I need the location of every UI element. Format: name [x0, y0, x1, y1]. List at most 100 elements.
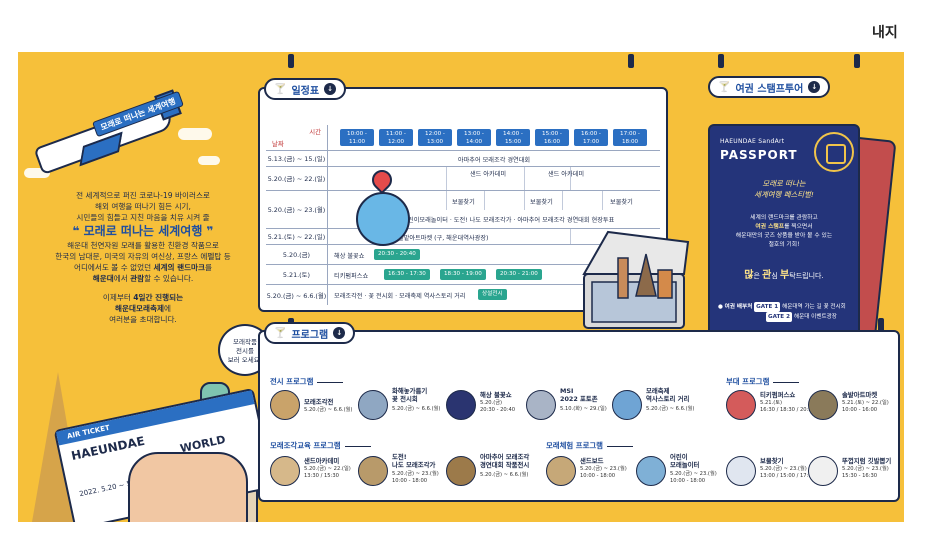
program-item[interactable]: MSI 2022 포토존 5.10.(화) ~ 29.(일): [526, 386, 646, 420]
bubble-line: 모래작품: [233, 338, 257, 346]
schedule-tab: 🍸 일정표 ↓: [264, 78, 347, 100]
program-item[interactable]: 뚜껍지럼 깃발뽑기 5.20.(금) ~ 23.(월) 15:30 - 16:3…: [808, 456, 904, 488]
passport-description: 세계의 랜드마크를 관람하고 여권 스탬프를 찍으면서 해운대만의 굿즈 상품을…: [710, 214, 858, 250]
program-date: 5.20.(금) ~ 6.6.(월): [646, 406, 695, 412]
panel-clip: [628, 54, 634, 68]
time-slot: 16:00 - 17:00: [574, 129, 608, 146]
program-date: 5.20.(금) ~ 6.6.(월): [392, 406, 441, 412]
cloud-decoration: [198, 156, 220, 165]
program-thumbnail: [358, 456, 388, 486]
section-side-title: 부대 프로그램: [726, 376, 799, 387]
program-name: 2022 포토존: [560, 395, 598, 403]
program-name: 아마추어 모래조각: [480, 453, 530, 461]
time-slot: 12:00 - 13:00: [418, 129, 452, 146]
row-body: 해상 불꽃쇼 20:30 - 20:40: [328, 245, 660, 264]
program-date: 13:00 / 15:00 / 17:00: [760, 473, 815, 479]
program-thumbnail: [446, 390, 476, 420]
program-item[interactable]: 모래축제 역사스토리 거리 5.20.(금) ~ 6.6.(월): [612, 386, 732, 420]
program-title: 프로그램: [291, 329, 329, 341]
event-label: 티키펌퍼스쇼: [334, 273, 369, 280]
row-date: 5.20.(금) ~ 6.6.(월): [266, 285, 328, 305]
program-item[interactable]: 솔밭아트마켓 5.21.(토) ~ 22.(일) 10:00 - 16:00: [808, 390, 904, 422]
program-thumbnail: [636, 456, 666, 486]
time-chip: 20:30 - 21:00: [496, 269, 542, 280]
event-label: 아마추어 모래조각 경연대회: [457, 157, 531, 164]
time-chip: 20:30 - 20:40: [374, 249, 420, 260]
program-item[interactable]: 모래조각전 5.20.(금) ~ 6.6.(월): [270, 390, 390, 422]
corner-time-label: 시간: [309, 128, 321, 136]
intro-line: 해운대모래축제에: [115, 304, 171, 313]
program-name: 모래놀이터: [670, 461, 700, 469]
intro-line: 어디에서도 볼 수 없었던 세계의 랜드마크를: [73, 263, 213, 272]
program-date: 10:00 - 18:00: [392, 478, 428, 484]
time-chip: 18:30 - 19:00: [440, 269, 486, 280]
program-date: 5.21.(토): [760, 400, 783, 406]
row-body: 모래조각전 · 꽃 전시회 · 모래축제 역사스토리 거리 상설전시: [328, 285, 660, 305]
download-icon[interactable]: ↓: [324, 83, 337, 95]
schedule-corner-cell: 시간 날짜: [266, 125, 328, 150]
program-name: 모래조각전: [304, 398, 334, 406]
row-body: 아마추어 모래조각 경연대회: [328, 151, 660, 166]
row-body: 솔밭아트마켓 (구, 해운대역사광장): [328, 229, 660, 244]
grid-line: [602, 191, 603, 210]
globe-illustration: [356, 192, 410, 246]
suitcase-illustration: [582, 230, 690, 329]
time-header: 10:00 - 11:00 11:00 - 12:00 12:00 - 13:0…: [328, 125, 660, 150]
program-item[interactable]: 해상 불꽃쇼 5.20.(금) 20:30 - 20:40: [446, 390, 566, 422]
intro-line: 한국의 남대문, 미국의 자유의 여신상, 프랑스 에펠탑 등: [55, 252, 231, 261]
intro-line: 해운대 천연자원 모래를 활용한 친환경 작품으로: [67, 241, 219, 250]
program-name: 역사스토리 거리: [646, 395, 690, 403]
schedule-row: 5.21.(토) ~ 22.(일) 솔밭아트마켓 (구, 해운대역사광장): [266, 229, 660, 245]
grid-line: [524, 191, 525, 210]
program-name: 경연대회 작품전시: [480, 461, 530, 469]
program-item[interactable]: 도전! 나도 모래조각가 5.20.(금) ~ 23.(월) 10:00 - 1…: [358, 452, 478, 486]
program-thumbnail: [270, 456, 300, 486]
grid-line: [570, 167, 571, 190]
time-slot: 11:00 - 12:00: [379, 129, 413, 146]
intro-text: 전 세계적으로 퍼진 코로나-19 바이러스로 해외 여행을 떠나기 힘든 시기…: [18, 190, 268, 325]
event-label: 모래조각전 · 꽃 전시회 · 모래축제 역사스토리 거리: [334, 293, 466, 300]
download-icon[interactable]: ↓: [808, 81, 821, 93]
program-item[interactable]: 화해놓가름기 꽃 전시회 5.20.(금) ~ 6.6.(월): [358, 386, 478, 420]
program-thumbnail: [726, 456, 756, 486]
passport-title: PASSPORT: [720, 148, 798, 162]
program-date: 5.20.(금) ~ 23.(월): [670, 471, 717, 477]
time-slot: 10:00 - 11:00: [340, 129, 374, 146]
program-date: 5.21.(토) ~ 22.(일): [842, 400, 889, 406]
program-item[interactable]: 티키펌퍼스쇼 5.21.(토) 16:30 / 18:30 / 20:30: [726, 390, 846, 422]
grid-line: [446, 167, 447, 190]
program-item[interactable]: 샌드아카데미 5.20.(금) ~ 22.(일) 13:30 / 15:30: [270, 456, 390, 488]
program-thumbnail: [526, 390, 556, 420]
permanent-exhibit-chip: 상설전시: [478, 289, 507, 300]
panel-clip: [854, 54, 860, 68]
row-date: 5.21.(토) ~ 22.(일): [266, 229, 328, 244]
schedule-title: 일정표: [291, 85, 320, 97]
time-chip: 16:30 - 17:30: [384, 269, 430, 280]
program-name: 도전!: [392, 453, 407, 461]
grid-line: [484, 191, 485, 210]
program-thumbnail: [726, 390, 756, 420]
row-body: 샌드 아카데미 샌드 아카데미: [328, 167, 660, 190]
row-date: 5.20.(금) ~ 23.(월): [266, 191, 328, 228]
program-name: 보물찾기: [760, 457, 784, 465]
download-icon[interactable]: ↓: [333, 327, 346, 339]
program-date: 5.10.(화) ~ 29.(일): [560, 406, 607, 412]
program-thumbnail: [808, 390, 838, 420]
program-date: 5.20.(금) ~ 23.(월): [392, 471, 439, 477]
row-body: 티키펌퍼스쇼 16:30 - 17:30 18:30 - 19:00 20:30…: [328, 265, 660, 284]
cloud-decoration: [178, 128, 212, 140]
program-item[interactable]: 샌드보드 5.20.(금) ~ 23.(월) 10:00 - 18:00: [546, 456, 666, 488]
program-item[interactable]: 보물찾기 5.20.(금) ~ 23.(월) 13:00 / 15:00 / 1…: [726, 456, 846, 488]
event-label: 샌드보드 · 어린이모래놀이터 · 도전! 나도 모래조각가 · 아마추어 모래…: [373, 217, 615, 224]
program-name: MSI: [560, 387, 574, 395]
intro-line: 해운대에서 관람할 수 있습니다.: [92, 274, 194, 283]
grid-line: [524, 167, 525, 190]
program-item[interactable]: 아마추어 모래조각 경연대회 작품전시 5.20.(금) ~ 6.6.(월): [446, 452, 566, 486]
program-item[interactable]: 어린이 모래놀이터 5.20.(금) ~ 23.(월) 10:00 - 18:0…: [636, 452, 756, 486]
program-name: 해상 불꽃쇼: [480, 391, 512, 399]
time-slot: 13:00 - 14:00: [457, 129, 491, 146]
cocktail-icon: 🍸: [718, 81, 731, 93]
grid-line: [570, 229, 571, 244]
